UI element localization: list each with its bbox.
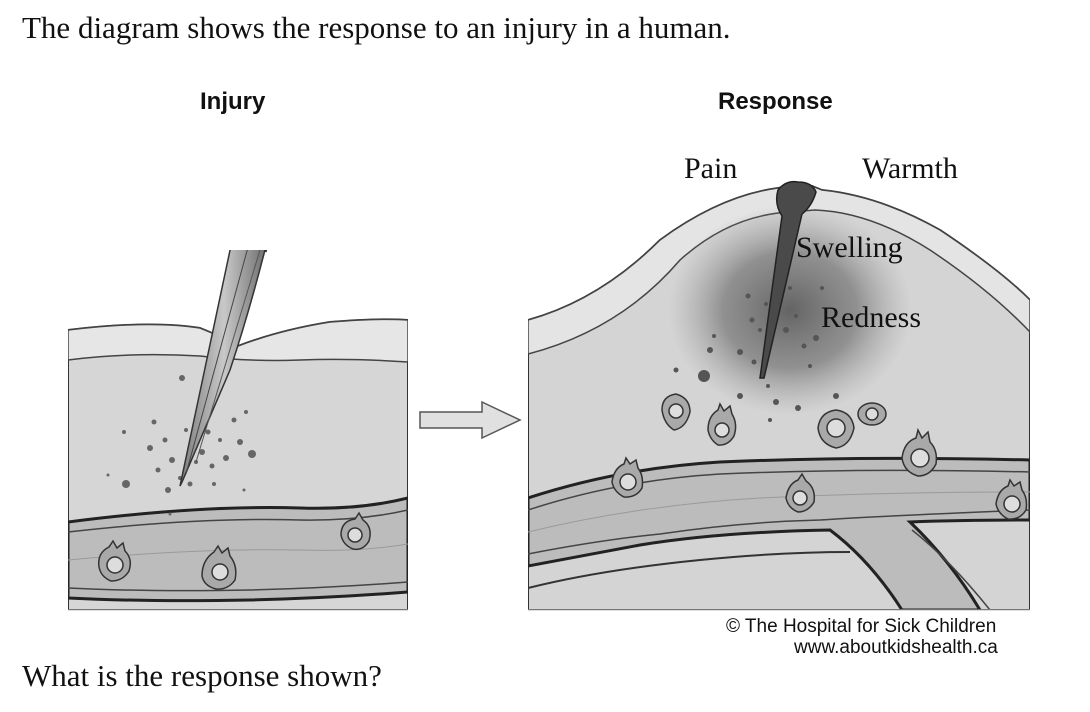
intro-text: The diagram shows the response to an inj…: [22, 10, 731, 45]
injury-panel: [68, 250, 408, 610]
question-text: What is the response shown?: [22, 658, 382, 693]
response-panel: [528, 180, 1030, 610]
label-warmth: Warmth: [862, 152, 958, 185]
wound-scab: [759, 180, 817, 379]
arrow-icon: [419, 400, 522, 440]
credit-line-1: © The Hospital for Sick Children: [726, 616, 997, 637]
injury-epidermis: [68, 318, 408, 363]
credit-url: www.aboutkidshealth.ca: [794, 637, 998, 658]
redness-area: [668, 205, 912, 415]
injury-title: Injury: [200, 88, 266, 115]
response-white-cells: [611, 393, 1028, 520]
response-title: Response: [718, 88, 833, 115]
label-swelling: Swelling: [796, 231, 903, 264]
label-redness: Redness: [821, 301, 921, 334]
injury-splinter: [179, 250, 268, 487]
injury-white-cells: [97, 511, 371, 590]
response-particles: [673, 286, 839, 422]
response-vessel: [528, 456, 1030, 610]
injury-particles: [106, 375, 256, 516]
image-credit: © The Hospital for Sick Children www.abo…: [726, 616, 998, 658]
label-pain: Pain: [684, 152, 738, 185]
